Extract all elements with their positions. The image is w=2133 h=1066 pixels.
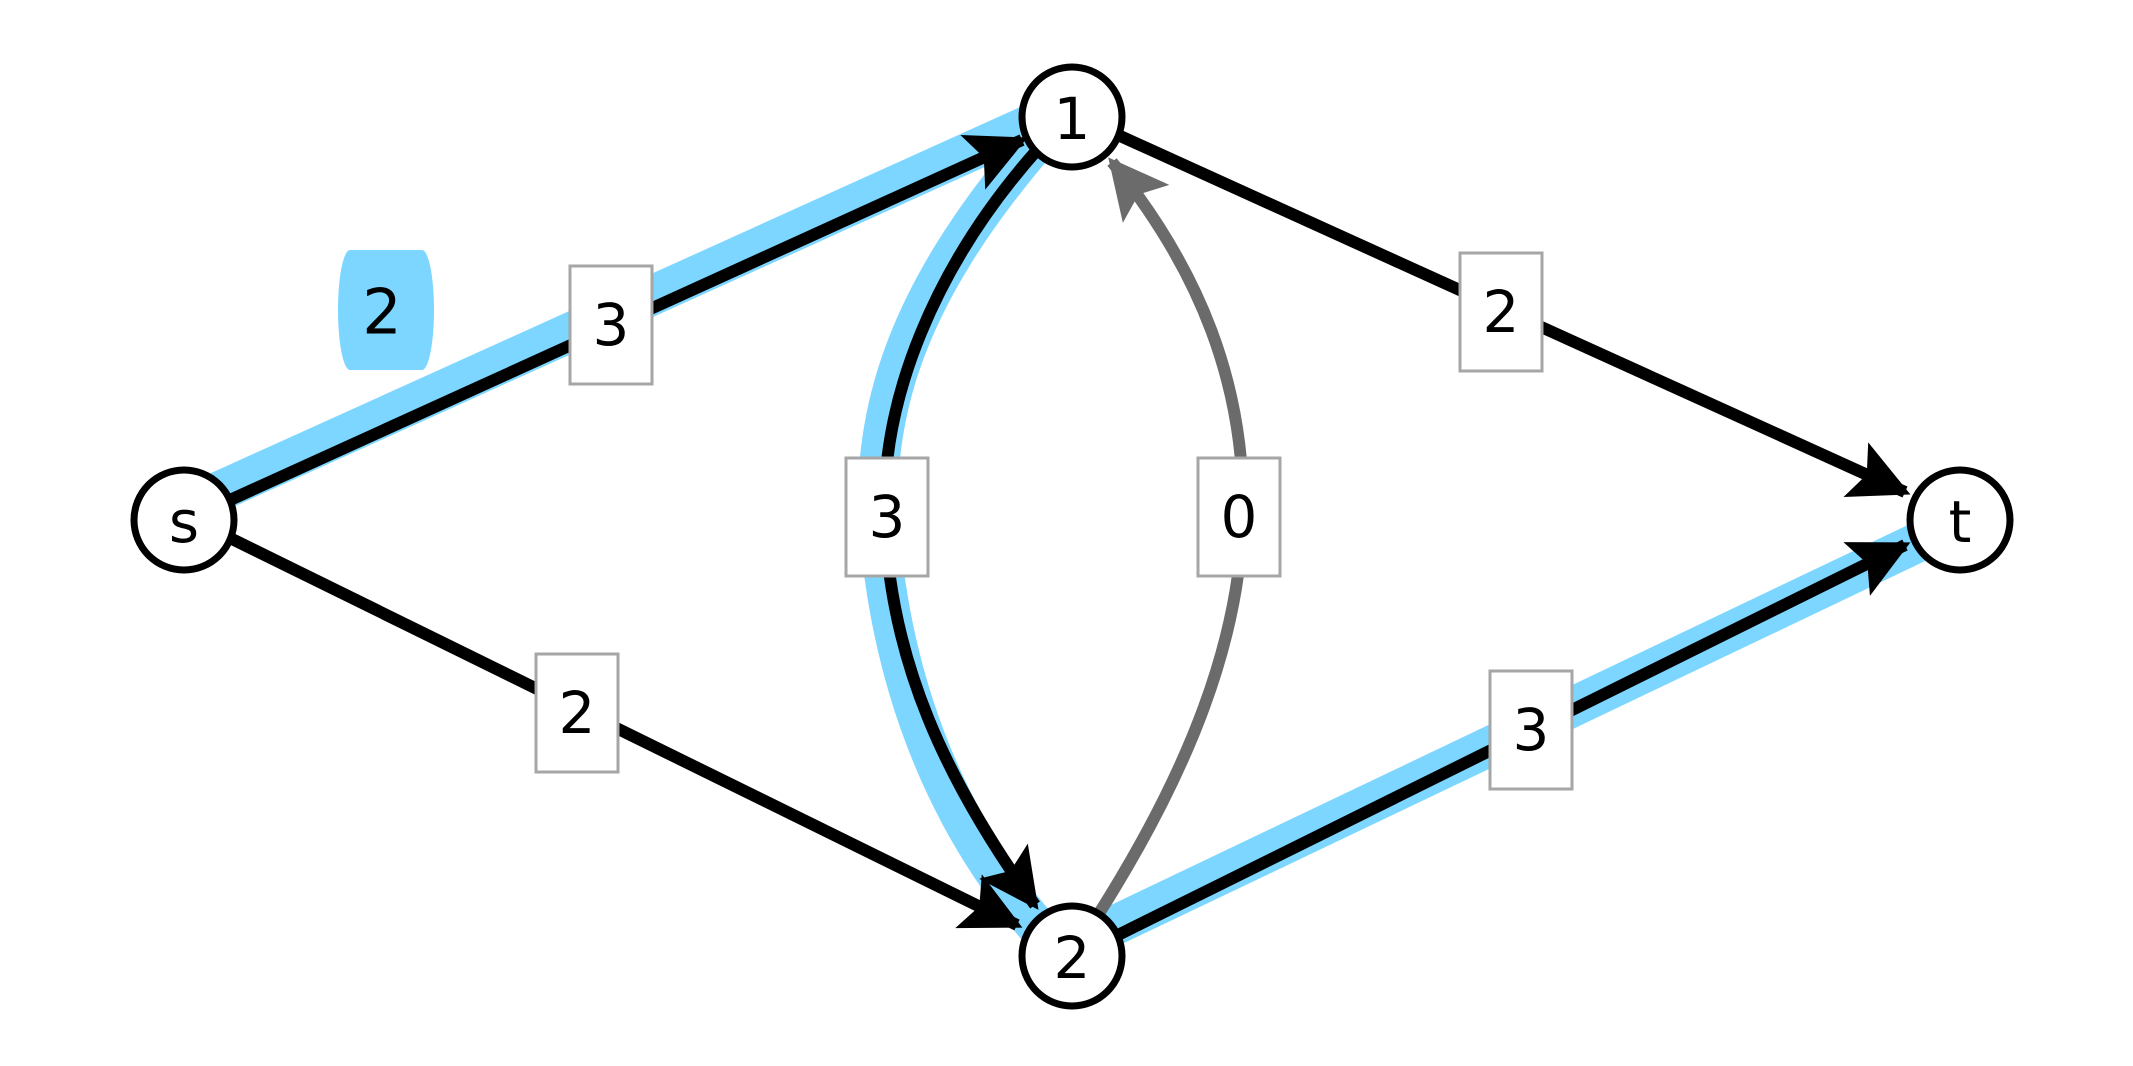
- node-1: 1: [1018, 63, 1126, 171]
- edge-label-s-2: 2: [534, 652, 620, 774]
- nodes: s 1 2 t: [130, 63, 2014, 1010]
- node-s: s: [130, 466, 238, 574]
- edge-label-1-t-text: 2: [1483, 278, 1520, 346]
- node-2: 2: [1018, 902, 1126, 1010]
- node-2-label: 2: [1054, 924, 1091, 992]
- edge-label-2-t: 3: [1488, 669, 1574, 791]
- node-s-label: s: [169, 488, 199, 556]
- edge-label-2-1: 0: [1196, 456, 1282, 578]
- edge-label-s-1: 3: [568, 264, 654, 386]
- flow-badge-value: 2: [362, 276, 401, 349]
- edge-label-s-1-text: 3: [593, 291, 630, 359]
- node-t: t: [1906, 466, 2014, 574]
- edge-label-2-1-text: 0: [1221, 483, 1258, 551]
- edge-label-1-2-text: 3: [869, 483, 906, 551]
- flow-value-badge: 2: [338, 250, 434, 370]
- edge-s-2: [227, 532, 1023, 931]
- edge-labels: 3 2 3 0 2 3: [534, 251, 1574, 791]
- edge-label-1-2: 3: [844, 456, 930, 578]
- edge-label-1-t: 2: [1458, 251, 1544, 373]
- flow-badge-shape: [338, 250, 434, 370]
- node-t-label: t: [1949, 488, 1972, 556]
- augmenting-path-highlight: [191, 101, 1959, 949]
- node-1-label: 1: [1054, 85, 1091, 153]
- edge-label-s-2-text: 2: [559, 679, 596, 747]
- edge-label-2-t-text: 3: [1513, 696, 1550, 764]
- edges: [227, 129, 1911, 941]
